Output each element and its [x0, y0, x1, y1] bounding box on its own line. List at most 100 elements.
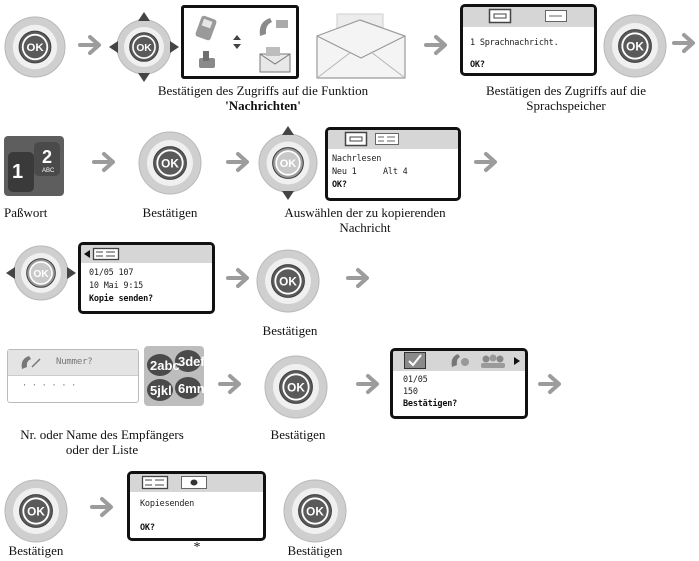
- screen-line-1: 01/05: [403, 375, 428, 385]
- key-2-label: 2: [42, 147, 52, 167]
- ok-label: OK: [626, 40, 644, 53]
- caption-recipient: Nr. oder Name des Empfängers oder der Li…: [20, 427, 184, 457]
- screen-line-1: 01/05 107: [89, 268, 134, 278]
- key-5-label: 5jkl: [150, 383, 172, 398]
- ok-label: OK: [161, 157, 179, 170]
- caption-confirm: Bestätigen: [262, 323, 318, 338]
- right-arrow-icon: [538, 374, 561, 394]
- right-arrow-icon: [226, 152, 249, 172]
- right-arrow-icon: [346, 268, 369, 288]
- list-icon: [141, 475, 169, 490]
- ok-button-icon: OK: [138, 131, 202, 195]
- ok-label: OK: [280, 158, 297, 170]
- copy-send-confirm-screen: Kopiesenden OK?: [127, 471, 266, 541]
- navigation-wheel-updown-icon: OK: [258, 126, 318, 200]
- navigation-wheel-icon: OK: [109, 12, 179, 82]
- message-envelope-icon: [259, 47, 291, 73]
- right-arrow-icon: [78, 35, 101, 55]
- right-arrow-icon: [672, 33, 695, 53]
- screen-header: [463, 7, 594, 27]
- right-arrow-icon: [90, 497, 113, 517]
- caption-confirm: Bestätigen: [8, 543, 64, 558]
- asterisk-note: *: [193, 540, 201, 555]
- screen-line-3: Bestätigen?: [403, 399, 458, 409]
- ok-button-icon: OK: [283, 479, 347, 543]
- key-2-label: 2abc: [150, 358, 180, 373]
- keypad-keys-icon: 1 2 ABC: [4, 136, 64, 196]
- right-arrow-icon: [170, 41, 179, 53]
- ok-button-icon: OK: [4, 479, 68, 543]
- call-forward-icon: [259, 18, 288, 36]
- ok-button-icon: OK: [4, 16, 66, 78]
- screen-new-count: Neu 1: [332, 167, 357, 177]
- handset-user-icon: [451, 354, 469, 367]
- number-prompt: Nummer?: [56, 357, 93, 367]
- right-pointer-icon: [514, 357, 520, 365]
- down-arrow-icon: [282, 191, 294, 200]
- screen-line-2: OK?: [140, 523, 155, 533]
- confirm-recipient-screen: 01/05 150 Bestätigen?: [390, 348, 528, 419]
- voicemail-screen: 1 Sprachnachricht. OK?: [460, 4, 597, 76]
- checkmark-icon: [404, 352, 426, 369]
- ok-label: OK: [27, 505, 45, 518]
- right-arrow-icon: [474, 152, 497, 172]
- record-icon: [181, 476, 207, 489]
- ok-button-icon: OK: [264, 355, 328, 419]
- group-icon: [481, 354, 505, 368]
- tape-icon: [344, 131, 368, 147]
- screen-line-1: 1 Sprachnachricht.: [470, 38, 559, 48]
- number-placeholder: · · · · · ·: [22, 381, 77, 391]
- right-arrow-icon: [356, 374, 379, 394]
- key-6-label: 6mno: [178, 381, 213, 396]
- caption-select-message: Auswählen der zu kopierenden Nachricht: [284, 205, 446, 235]
- left-arrow-icon: [6, 267, 15, 279]
- tape-icon: [488, 8, 512, 24]
- caption-password: Paßwort: [4, 205, 48, 220]
- screen-line-1: Kopiesenden: [140, 499, 195, 509]
- ok-label: OK: [136, 43, 152, 54]
- key-3-label: 3def: [178, 354, 205, 369]
- mobile-phone-icon: [199, 51, 215, 68]
- ok-label: OK: [287, 381, 305, 394]
- ok-button-icon: OK: [603, 14, 667, 78]
- mailbox-icon: [545, 10, 567, 22]
- list-icon: [375, 133, 399, 145]
- up-arrow-icon: [282, 126, 294, 135]
- ok-label: OK: [279, 275, 297, 288]
- updown-arrow-icon: [233, 35, 241, 49]
- menu-screen: [181, 5, 299, 79]
- right-arrow-icon: [92, 152, 115, 172]
- left-arrow-icon: [109, 41, 118, 53]
- screen-line-2: 150: [403, 387, 418, 397]
- caption-confirm: Bestätigen: [142, 205, 198, 220]
- screen-header: [8, 350, 138, 376]
- right-arrow-icon: [218, 374, 241, 394]
- down-arrow-icon: [138, 73, 150, 82]
- screen-line-3: Kopie senden?: [89, 294, 153, 304]
- key-2-letters: ABC: [42, 168, 55, 174]
- caption-confirm: Bestätigen: [287, 543, 343, 558]
- handset-dial-icon: [21, 356, 41, 369]
- key-1-label: 1: [12, 161, 23, 183]
- ok-button-icon: OK: [256, 249, 320, 313]
- screen-line-2: OK?: [470, 60, 485, 70]
- left-pointer-icon: [84, 250, 90, 258]
- ok-label: OK: [306, 505, 324, 518]
- number-input-screen: Nummer? · · · · · ·: [7, 349, 139, 403]
- right-arrow-icon: [226, 268, 249, 288]
- list-icon: [92, 247, 120, 261]
- screen-ok: OK?: [332, 180, 347, 190]
- navigation-wheel-leftright-icon: OK: [6, 245, 76, 301]
- screen-old-count: Alt 4: [383, 167, 408, 177]
- up-arrow-icon: [138, 12, 150, 21]
- right-arrow-icon: [424, 35, 447, 55]
- copy-send-screen: 01/05 107 10 Mai 9:15 Kopie senden?: [78, 242, 215, 314]
- screen-line-1: Nachrlesen: [332, 154, 382, 164]
- ok-label: OK: [26, 42, 44, 54]
- caption-confirm: Bestätigen: [270, 427, 326, 442]
- right-arrow-icon: [67, 267, 76, 279]
- read-messages-screen: Nachrlesen Neu 1 Alt 4 OK?: [325, 127, 461, 201]
- caption-confirm-voicemail: Bestätigen des Zugriffs auf die Sprachsp…: [485, 83, 647, 113]
- phone-handset-icon: [195, 15, 217, 41]
